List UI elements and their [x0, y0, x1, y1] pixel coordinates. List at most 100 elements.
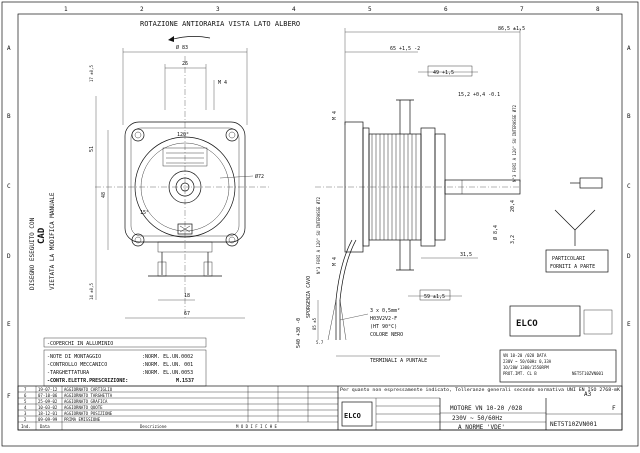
dim-front-m4: M 4 — [218, 80, 227, 86]
dim-h1715: 17 ±0,5 — [89, 65, 94, 82]
particulars-line-2: FORNITI A PARTE — [550, 264, 595, 270]
terminals-note: TERMINALI A PUNTALE — [370, 358, 427, 364]
col-7: 7 — [520, 6, 524, 13]
rev-4-date: 18-12-01 — [38, 411, 58, 416]
dim-d57: 5.7 — [316, 340, 324, 345]
title-voltage: 230V ~ 50/60Hz — [452, 415, 503, 422]
title-sheet: F — [612, 405, 616, 412]
row-index-left: A B C D E F — [7, 45, 11, 400]
row-left-e: E — [7, 321, 11, 328]
rev-4-desc: AGGIORNATO POSIZIONE — [64, 411, 113, 416]
particulars-detail: PARTICOLARI FORNITI A PARTE — [545, 177, 609, 273]
modifiche-label: M O D I F I C H E — [236, 424, 278, 429]
rev-0-n: 7 — [24, 387, 27, 392]
dim-h51: 51 — [89, 146, 95, 152]
rev-5-desc: PRIMA EMISSIONE — [64, 417, 101, 422]
title-code: NET5T10ZVN001 — [550, 421, 597, 428]
legend-row-1-label: -NOTE DI MONTAGGIO — [47, 354, 101, 360]
rev-0-desc: AGGIORNATO CARTIGLIO — [64, 387, 113, 392]
row-right-d: D — [627, 253, 631, 260]
cable-note-2: H03V2V2-F — [370, 316, 397, 322]
row-right-b: B — [627, 113, 631, 120]
rev-5-date: 09-09-99 — [38, 417, 58, 422]
side-note-line-2: VIETATA LA MODIFICA MANUALE — [49, 192, 56, 290]
legend-copper: -COPERCHI IN ALLUMINIO — [47, 341, 113, 347]
rev-2-n: 5 — [24, 399, 27, 404]
dim-d83: Ø 83 — [176, 44, 188, 51]
cable-note: 3 x 0,5mm² H03V2V2-F (HT 90°C) COLORE NE… — [336, 308, 440, 364]
dim-d865: 86,5 ±1,5 — [498, 26, 525, 32]
rotation-note: ROTAZIONE ANTIORARIA VISTA LATO ALBERO — [140, 20, 300, 28]
rev-0-date: 19-07-12 — [38, 387, 58, 392]
dim-d32: 3,2 — [510, 235, 516, 244]
nameplate-code: NET5T10ZVN001 — [572, 371, 604, 376]
legend-row-3-label: -TARGHETTATURA — [47, 370, 89, 376]
dim-side-m4-top: M 4 — [332, 111, 338, 120]
rev-3-n: 4 — [24, 405, 27, 410]
dim-d49: 49 +1,5 — [433, 70, 454, 76]
title-scale: A3 — [584, 391, 592, 398]
nameplate-line-2: 230V ~ 50/60Hz 0,33A — [503, 359, 552, 364]
dim-h14: 14 ±0,5 — [89, 283, 94, 300]
col-4: 4 — [292, 6, 296, 13]
row-right-e: E — [627, 321, 631, 328]
rev-col-n: Ind. — [21, 424, 31, 429]
nameplate-line-3: 1O/28W 1300/1550RPM — [503, 365, 549, 370]
dim-d59: 59 ±1,5 — [424, 294, 445, 300]
holes-note-bottom: N°3 FORI A 120° SU INTERASSE Ø72 — [316, 196, 321, 274]
rotation-arrow-icon — [169, 36, 211, 41]
cable-note-3: (HT 90°C) — [370, 324, 397, 330]
cable-note-1: 3 x 0,5mm² — [370, 308, 400, 314]
particulars-line-1: PARTICOLARI — [552, 256, 585, 262]
title-brand-logo: ELCO — [344, 412, 361, 420]
dim-d84: Ø 8,4 — [492, 225, 499, 240]
title-block: 7 19-07-12 AGGIORNATO CARTIGLIO 6 07-10-… — [17, 385, 623, 431]
rev-3-date: 10-03-02 — [38, 405, 58, 410]
nameplate: ELCO VN 10-20 /028 DATA 230V ~ 50/60Hz 0… — [499, 305, 617, 383]
rev-2-date: 25-09-02 — [38, 399, 58, 404]
dim-h48: 48 — [101, 192, 107, 198]
rev-1-n: 6 — [24, 393, 27, 398]
nameplate-brand-logo: ELCO — [516, 319, 538, 329]
rev-1-desc: AGGIORNATO TARGHETTA — [64, 393, 113, 398]
rev-1-date: 07-10-06 — [38, 393, 58, 398]
holes-note-top: N°3 FORI A 120° SU INTERASSE Ø72 — [512, 104, 517, 182]
col-1: 1 — [64, 6, 68, 13]
dim-d315: 31,5 — [460, 252, 472, 258]
row-left-c: C — [7, 183, 11, 190]
dim-a120: 120° — [177, 132, 189, 138]
col-5: 5 — [368, 6, 372, 13]
disclaimer: Per quanto non espressamente indicato, T… — [340, 387, 621, 392]
rev-5-n: 2 — [24, 417, 27, 422]
col-6: 6 — [444, 6, 448, 13]
legend-row-3-value: :NORM. EL.UN.0053 — [142, 370, 193, 376]
dim-w67: 67 — [184, 311, 190, 317]
legend-row-4-value: M.1537 — [176, 378, 194, 384]
title-norm: A NORME 'VDE' — [458, 424, 505, 431]
legend-row-1-value: :NORM. EL.UN.0002 — [142, 354, 193, 360]
front-view: Ø 83 26 M 4 17 ±0,5 51 48 14 ±0,5 120 — [89, 44, 270, 320]
legend-row-2-value: :NORM. EL.UN. 001 — [142, 362, 193, 368]
dim-w26: 26 — [182, 61, 188, 67]
side-note-line-1: DISEGNO ESEGUITO CON — [29, 217, 36, 290]
column-index: 1 2 3 4 5 6 7 8 — [64, 6, 600, 13]
row-left-b: B — [7, 113, 11, 120]
col-2: 2 — [140, 6, 144, 13]
row-right-a: A — [627, 45, 631, 52]
nameplate-line-4: PROT.IMT. CL B — [503, 371, 537, 376]
dim-side-m4-bottom: M 4 — [332, 257, 338, 266]
dim-a15: 15° — [140, 210, 149, 216]
dim-cable-length: 540 +30 -0 — [296, 318, 302, 348]
dim-d152: 15,2 +0,4 -0.1 — [458, 92, 500, 98]
cable-protrusion-note: SPORGENZA CAVO — [306, 276, 312, 318]
row-left-a: A — [7, 45, 11, 52]
side-view: 86,5 ±1,5 65 +1,5 -2 49 +1,5 15,2 +0,4 -… — [296, 26, 525, 348]
dim-d204: 20,4 — [510, 200, 516, 212]
rev-4-n: 3 — [24, 411, 27, 416]
dim-d65: 65 +1,5 -2 — [390, 46, 420, 52]
dim-w18: 18 — [184, 293, 190, 299]
side-note-cad: CAD — [37, 227, 47, 244]
